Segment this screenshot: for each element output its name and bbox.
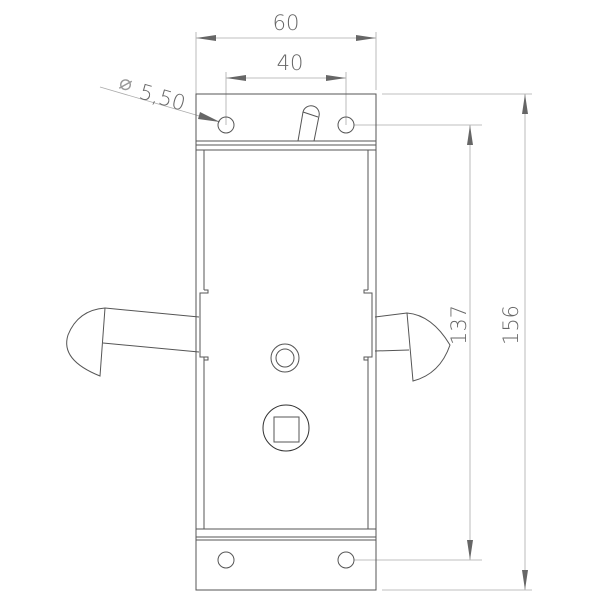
right-bolt (374, 312, 451, 382)
dimension-overall-width: 60 (195, 11, 377, 94)
dimension-hole-vertical-spacing: 137 (354, 124, 482, 561)
mounting-hole-bottom-left (217, 551, 235, 569)
dimension-156-label: 156 (499, 305, 523, 345)
dimension-40-label: 40 (277, 51, 304, 75)
lock-body (195, 93, 377, 591)
follower-knob (270, 343, 300, 373)
latch-pin (297, 105, 320, 142)
diameter-symbol: ⌀ (117, 70, 136, 97)
dimension-137-label: 137 (447, 305, 471, 345)
dimension-60-label: 60 (273, 11, 300, 35)
mounting-hole-top-left (217, 116, 235, 134)
left-bolt (66, 307, 200, 377)
dimension-hole-diameter: ⌀ 5,50 (99, 70, 221, 123)
mounting-hole-bottom-right (337, 551, 355, 569)
dimension-overall-height: 156 (382, 93, 532, 591)
dimension-hole-spacing: 40 (225, 51, 347, 125)
square-spindle-hole (262, 404, 310, 452)
dimension-5-50-label: 5,50 (137, 80, 189, 116)
mounting-hole-top-right (337, 116, 355, 134)
